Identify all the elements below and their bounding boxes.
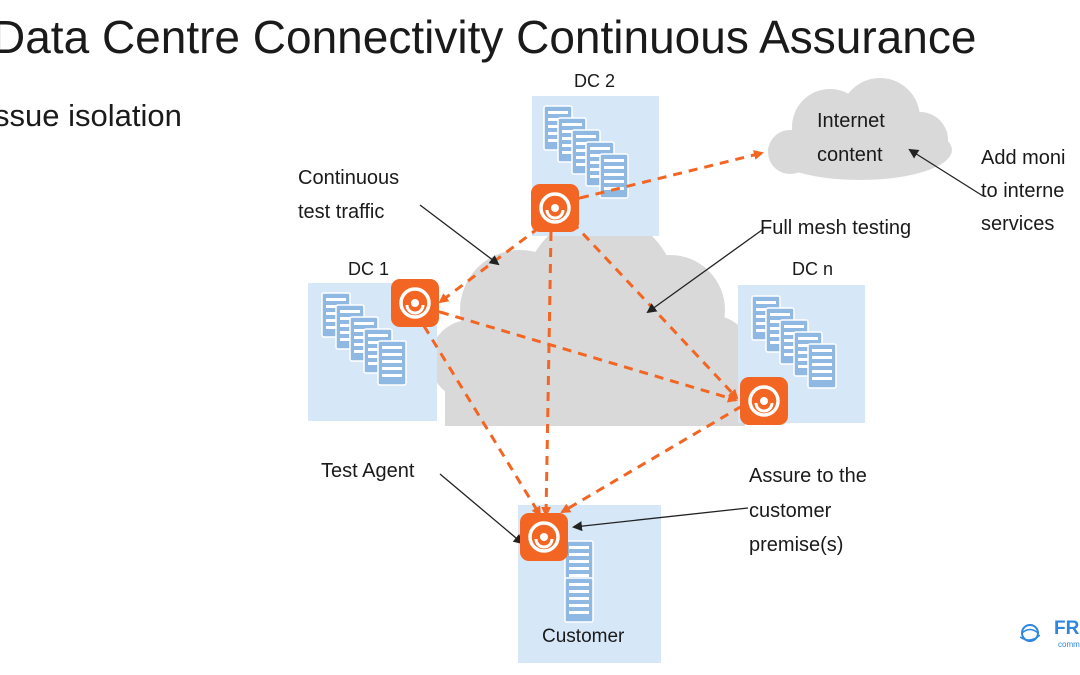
callout-pointers: [419, 148, 984, 545]
link-dc1-dcn: [430, 304, 738, 403]
callout-add-monitoring-line3: services: [981, 213, 1055, 235]
callout-add-monitoring-line2: to interne: [981, 180, 1065, 202]
pointer-continuous-traffic: [419, 204, 500, 266]
central-cloud-icon: [430, 215, 755, 426]
company-logo: FR comm: [1018, 618, 1080, 658]
callout-assure-line2: customer: [749, 500, 832, 522]
callout-continuous-line2: test traffic: [298, 201, 385, 223]
pointer-assure-customer: [572, 507, 749, 532]
pointer-full-mesh: [646, 229, 763, 314]
callout-assure-line3: premise(s): [749, 534, 844, 556]
customer-server-rack-icon: [564, 540, 594, 623]
link-dcn-customer: [560, 404, 743, 514]
pointer-test-agent: [439, 473, 524, 545]
dc2-test-agent-icon: [529, 182, 581, 234]
dcn-label: DC n: [792, 259, 834, 279]
callout-full-mesh: Full mesh testing: [760, 217, 912, 239]
dc1-label: DC 1: [348, 259, 390, 279]
callout-continuous-line1: Continuous: [298, 167, 400, 189]
slide-title: Data Centre Connectivity Continuous Assu…: [0, 11, 977, 63]
link-dc1-customer: [422, 325, 542, 517]
internet-label-line2: content: [817, 144, 883, 166]
dcn-test-agent-icon: [738, 375, 790, 427]
customer-label: Customer: [542, 626, 625, 647]
internet-label-line1: Internet: [817, 110, 885, 132]
globe-icon: [1020, 624, 1040, 642]
pointer-add-monitoring: [908, 148, 984, 197]
callout-test-agent: Test Agent: [321, 460, 415, 482]
callout-assure-line1: Assure to the: [749, 465, 867, 487]
logo-subtext: comm: [1058, 640, 1080, 649]
callout-add-monitoring-line1: Add moni: [981, 147, 1066, 169]
slide-subtitle: ssue isolation: [0, 98, 182, 133]
internet-cloud-icon: [768, 78, 952, 180]
customer-test-agent-icon: [518, 511, 570, 563]
dc1-test-agent-icon: [389, 277, 441, 329]
logo-text: FR: [1054, 618, 1080, 639]
dc2-label: DC 2: [574, 71, 616, 91]
